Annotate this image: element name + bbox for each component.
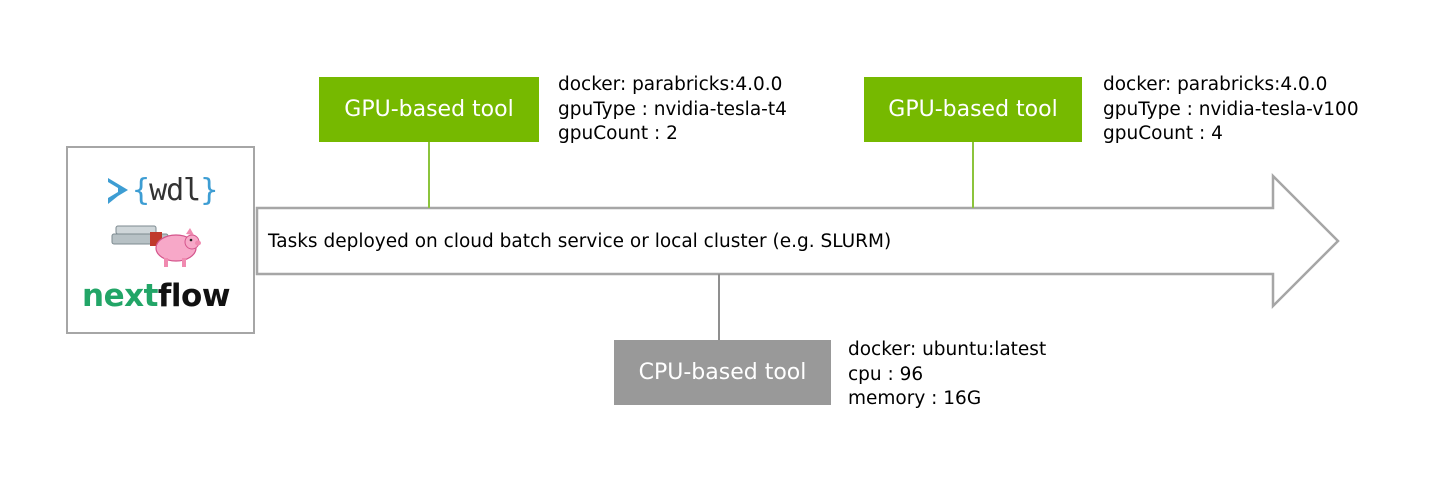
cpu-tool-memory: memory : 16G: [848, 388, 982, 409]
task-arrow: [255, 172, 1340, 310]
gpu-tool-box-2: GPU-based tool: [864, 77, 1082, 142]
cpu-tool-cpu: cpu : 96: [848, 363, 924, 385]
gpu-tool-2-docker: docker: parabricks:4.0.0: [1103, 74, 1328, 95]
wdl-logo: {wdl}: [132, 173, 218, 208]
gpu-tool-box-1: GPU-based tool: [319, 77, 539, 142]
cpu-tool-specs: docker: ubuntu:latest cpu : 96 memory : 16…: [848, 338, 1046, 412]
gpu-tool-2-gpu-count: gpuCount : 4: [1103, 123, 1223, 144]
gpu-tool-1-gpu-type: gpuType : nvidia-tesla-t4: [558, 98, 787, 120]
cpu-tool-docker: docker: ubuntu:latest: [848, 339, 1047, 360]
gpu-tool-1-specs: docker: parabricks:4.0.0 gpuType : nvidia…: [558, 73, 787, 147]
gpu-tool-2-gpu-type: gpuType : nvidia-tesla-v100: [1103, 98, 1359, 120]
wdl-logo-icon: [108, 178, 128, 204]
gpu-tool-1-docker: docker: parabricks:4.0.0: [558, 74, 783, 95]
arrow-label: Tasks deployed on cloud batch service or…: [268, 231, 892, 252]
gpu-tool-2-specs: docker: parabricks:4.0.0 gpuType : nvidia…: [1103, 73, 1359, 147]
gpu-tool-1-gpu-count: gpuCount : 2: [558, 123, 678, 144]
cpu-tool-box: CPU-based tool: [614, 340, 831, 405]
cromwell-pig-logo-icon: [111, 225, 201, 267]
nextflow-logo: nextflow: [82, 278, 230, 314]
